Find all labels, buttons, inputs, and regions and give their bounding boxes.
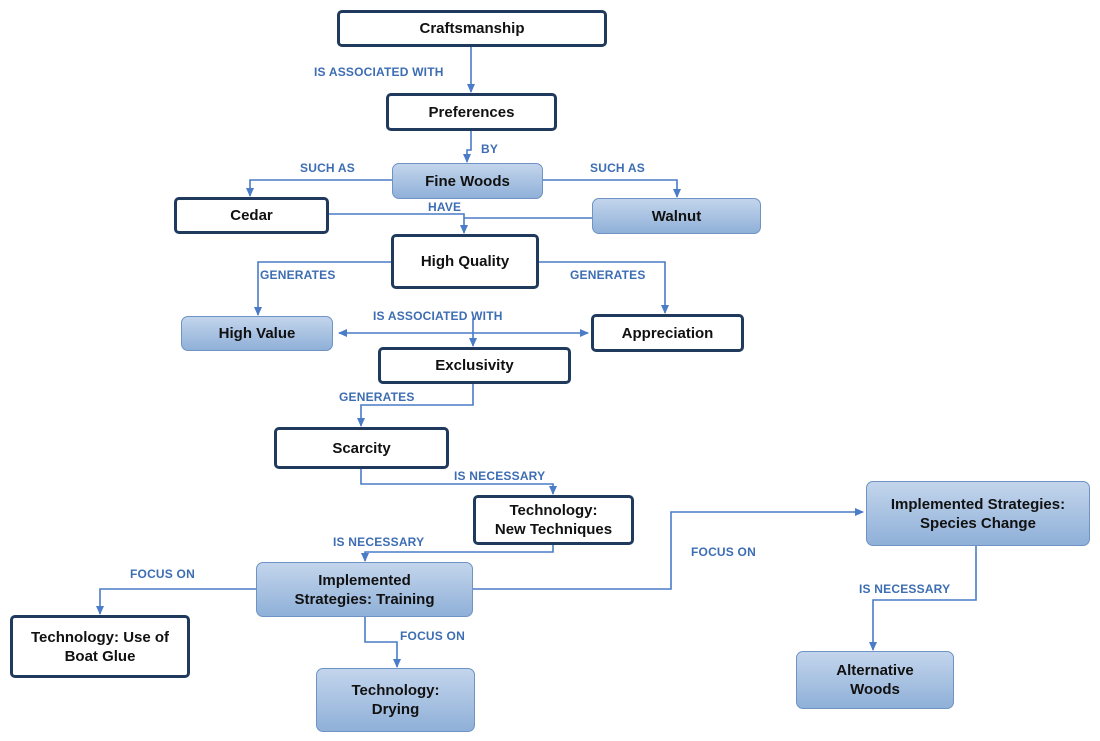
node-implemented-strategies-training: Implemented Strategies: Training	[256, 562, 473, 617]
edge-label-by: BY	[481, 142, 499, 156]
edge-highquality-highvalue	[254, 261, 391, 316]
edge-label-such-as-left: SUCH AS	[300, 161, 355, 175]
node-high-value: High Value	[181, 316, 333, 351]
node-preferences: Preferences	[386, 93, 557, 131]
edge-specieschange-alternativewoods	[869, 546, 977, 651]
edge-newtechniques-training	[361, 545, 554, 562]
edge-preferences-finewoods	[463, 131, 472, 163]
node-cedar: Cedar	[174, 197, 329, 234]
edge-finewoods-cedar	[246, 179, 392, 197]
edge-training-drying	[364, 617, 401, 668]
edge-label-generates-left: GENERATES	[260, 268, 336, 282]
node-technology-drying: Technology: Drying	[316, 668, 475, 732]
node-implemented-strategies-species-change: Implemented Strategies: Species Change	[866, 481, 1090, 546]
edge-scarcity-newtechniques	[360, 469, 557, 495]
edge-cedar-highquality	[329, 213, 468, 234]
edge-label-is-necessary-techniques: IS NECESSARY	[333, 535, 425, 549]
edge-label-focus-on-drying: FOCUS ON	[400, 629, 465, 643]
node-fine-woods: Fine Woods	[392, 163, 543, 199]
node-appreciation: Appreciation	[591, 314, 744, 352]
edge-label-focus-on-glue: FOCUS ON	[130, 567, 195, 581]
node-craftsmanship: Craftsmanship	[337, 10, 607, 47]
edge-label-is-necessary-scarcity: IS NECESSARY	[454, 469, 546, 483]
edge-training-specieschange	[473, 508, 864, 590]
node-exclusivity: Exclusivity	[378, 347, 571, 384]
edge-label-such-as-right: SUCH AS	[590, 161, 645, 175]
edge-finewoods-walnut	[543, 179, 681, 198]
node-walnut: Walnut	[592, 198, 761, 234]
node-scarcity: Scarcity	[274, 427, 449, 469]
edge-label-is-associated-with-2: IS ASSOCIATED WITH	[373, 309, 503, 323]
edge-exclusivity-scarcity	[357, 384, 474, 427]
edge-training-boatglue	[96, 588, 256, 615]
edge-label-generates-right: GENERATES	[570, 268, 646, 282]
edge-label-is-associated-with: IS ASSOCIATED WITH	[314, 65, 444, 79]
edge-label-focus-on-species: FOCUS ON	[691, 545, 756, 559]
edge-label-is-necessary-species: IS NECESSARY	[859, 582, 951, 596]
node-technology-new-techniques: Technology: New Techniques	[473, 495, 634, 545]
edge-label-have: HAVE	[428, 200, 462, 214]
edge-highquality-appreciation	[539, 261, 669, 314]
node-technology-boat-glue: Technology: Use of Boat Glue	[10, 615, 190, 678]
edge-label-generates-exclusivity: GENERATES	[339, 390, 415, 404]
node-high-quality: High Quality	[391, 234, 539, 289]
node-alternative-woods: Alternative Woods	[796, 651, 954, 709]
